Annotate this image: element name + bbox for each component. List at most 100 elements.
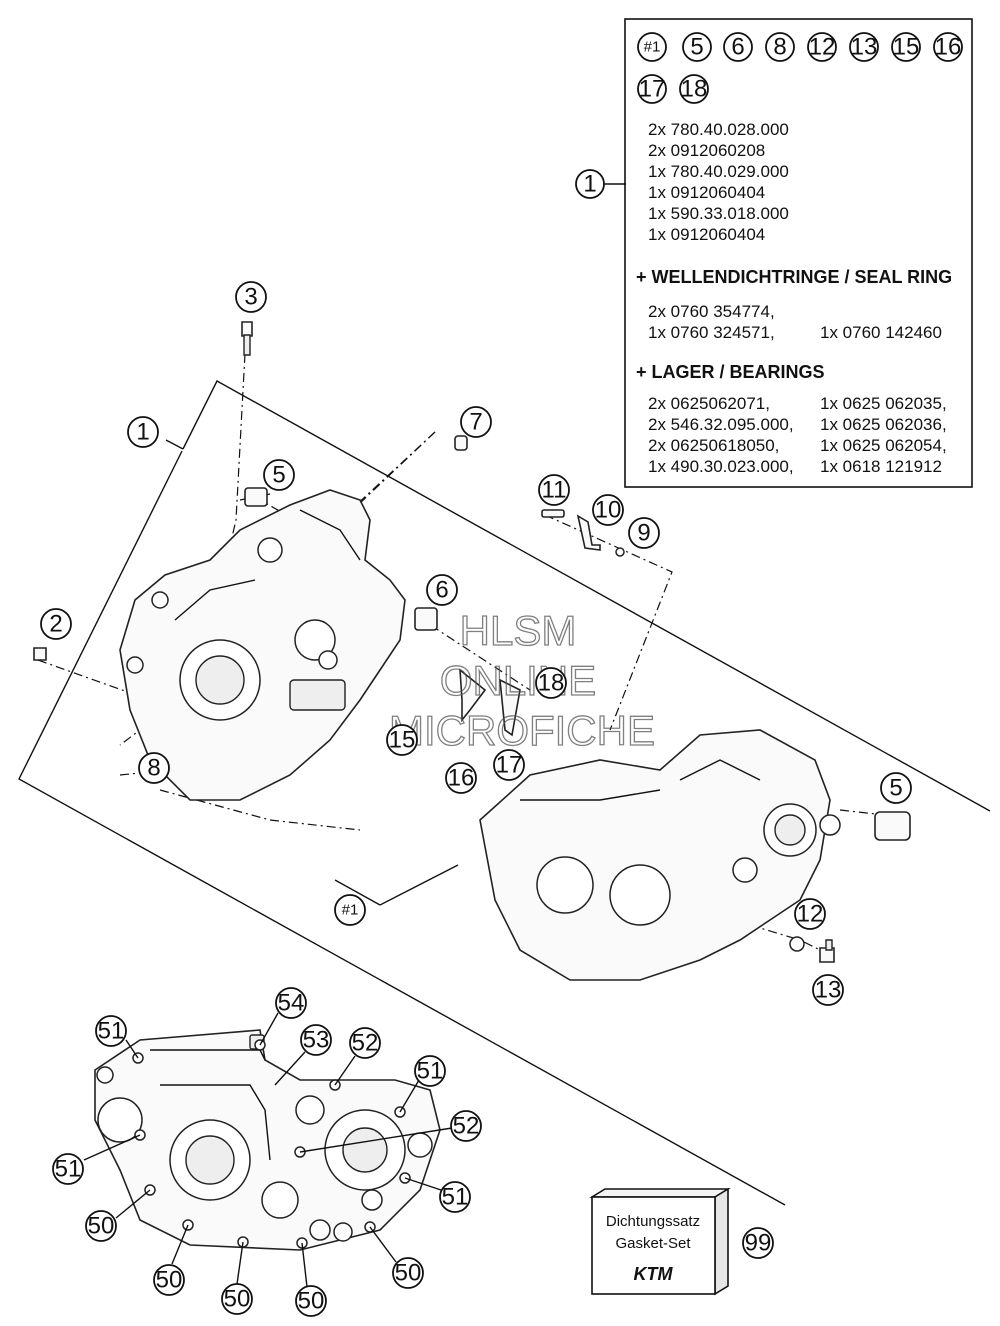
- callout-16[interactable]: 16: [445, 762, 477, 794]
- callout-50-bottom-2[interactable]: 50: [221, 1283, 253, 1315]
- ktm-logo: KTM: [634, 1264, 674, 1284]
- watermark: HLSM ONLINE MICROFICHE: [388, 606, 655, 754]
- callout-54[interactable]: 54: [275, 987, 307, 1019]
- callout-13[interactable]: 13: [812, 974, 844, 1006]
- svg-text:8: 8: [773, 34, 786, 61]
- gasket-set-box: Dichtungssatz Gasket-Set KTM: [589, 1187, 731, 1296]
- svg-text:ONLINE: ONLINE: [440, 657, 596, 704]
- callout-51-right[interactable]: 51: [439, 1181, 471, 1213]
- svg-text:1: 1: [583, 171, 596, 198]
- callout-52-top[interactable]: 52: [349, 1027, 381, 1059]
- svg-text:52: 52: [453, 1113, 480, 1140]
- svg-text:18: 18: [538, 670, 565, 697]
- callout-51-top-left[interactable]: 51: [95, 1015, 127, 1047]
- legend-ref-8[interactable]: 8: [765, 32, 795, 62]
- callout-53[interactable]: 53: [300, 1024, 332, 1056]
- svg-text:52: 52: [352, 1030, 379, 1057]
- seal-item: 1x 0760 142460: [820, 323, 942, 342]
- callout-51-left[interactable]: 51: [52, 1153, 84, 1185]
- callout-5-upper[interactable]: 5: [263, 459, 295, 491]
- callout-99[interactable]: 99: [742, 1227, 774, 1259]
- svg-text:MICROFICHE: MICROFICHE: [389, 707, 655, 754]
- callout-9[interactable]: 9: [628, 517, 660, 549]
- callout-3[interactable]: 3: [235, 281, 267, 313]
- callout-6[interactable]: 6: [426, 574, 458, 606]
- callout-15[interactable]: 15: [386, 724, 418, 756]
- bearing-item: 2x 546.32.095.000,: [648, 415, 794, 434]
- callout-7[interactable]: 7: [460, 406, 492, 438]
- callout-11[interactable]: 11: [538, 474, 570, 506]
- legend-ref-16[interactable]: 16: [933, 32, 963, 62]
- legend-ref-6[interactable]: 6: [723, 32, 753, 62]
- callout-1[interactable]: 1: [127, 416, 159, 448]
- svg-text:2: 2: [49, 611, 62, 638]
- legend-ref-5[interactable]: 5: [682, 32, 712, 62]
- svg-text:#1: #1: [644, 39, 661, 56]
- svg-text:12: 12: [797, 901, 824, 928]
- svg-text:17: 17: [639, 76, 666, 103]
- svg-text:12: 12: [809, 34, 836, 61]
- svg-text:5: 5: [889, 775, 902, 802]
- svg-text:51: 51: [55, 1156, 82, 1183]
- svg-text:18: 18: [681, 76, 708, 103]
- svg-text:11: 11: [542, 477, 567, 504]
- svg-text:51: 51: [417, 1058, 444, 1085]
- callout-52-right[interactable]: 52: [450, 1110, 482, 1142]
- legend-ref-12[interactable]: 12: [807, 32, 837, 62]
- callout-50-left[interactable]: 50: [85, 1210, 117, 1242]
- svg-text:7: 7: [469, 409, 482, 436]
- bearings-title: + LAGER / BEARINGS: [636, 362, 825, 382]
- callout-51-top-right[interactable]: 51: [414, 1055, 446, 1087]
- legend-ref-set[interactable]: #1: [637, 32, 667, 62]
- seal-item: 1x 0760 324571,: [648, 323, 775, 342]
- legend-ref-13[interactable]: 13: [849, 32, 879, 62]
- svg-text:16: 16: [935, 34, 962, 61]
- bearing-item: 1x 0618 121912: [820, 457, 942, 476]
- svg-text:#1: #1: [342, 902, 359, 919]
- callout-8[interactable]: 8: [138, 752, 170, 784]
- svg-text:50: 50: [88, 1213, 115, 1240]
- seal-item: 2x 0760 354774,: [648, 302, 775, 321]
- callout-17[interactable]: 17: [493, 749, 525, 781]
- set-item: 1x 590.33.018.000: [648, 204, 789, 223]
- callout-10[interactable]: 10: [592, 494, 624, 526]
- set-item: 1x 780.40.029.000: [648, 162, 789, 181]
- seal-ring-title: + WELLENDICHTRINGE / SEAL RING: [636, 267, 952, 287]
- svg-text:HLSM: HLSM: [460, 607, 577, 654]
- svg-text:17: 17: [496, 752, 523, 779]
- callout-50-bottom-3[interactable]: 50: [295, 1285, 327, 1317]
- svg-text:3: 3: [244, 284, 257, 311]
- case-bolt-view: [83, 1012, 453, 1288]
- svg-text:50: 50: [224, 1286, 251, 1313]
- right-crankcase-half: [479, 729, 841, 981]
- svg-text:16: 16: [448, 765, 475, 792]
- svg-text:9: 9: [637, 520, 650, 547]
- bearing-item: 1x 490.30.023.000,: [648, 457, 794, 476]
- callout-18[interactable]: 18: [535, 667, 567, 699]
- legend-set-callout-1[interactable]: 1: [575, 169, 605, 199]
- svg-text:6: 6: [731, 34, 744, 61]
- callout-12[interactable]: 12: [794, 898, 826, 930]
- svg-text:1: 1: [136, 419, 149, 446]
- legend-ref-18[interactable]: 18: [679, 74, 709, 104]
- set-item: 2x 780.40.028.000: [648, 120, 789, 139]
- bearing-item: 2x 0625062071,: [648, 394, 770, 413]
- callout-2[interactable]: 2: [40, 608, 72, 640]
- bearing-item: 1x 0625 062036,: [820, 415, 947, 434]
- left-crankcase-half: [119, 489, 406, 801]
- callout-50-bottom-1[interactable]: 50: [153, 1264, 185, 1296]
- svg-text:6: 6: [435, 577, 448, 604]
- svg-text:13: 13: [851, 34, 878, 61]
- legend-ref-17[interactable]: 17: [637, 74, 667, 104]
- callouts: 1 2 3 5 5 6 7 8 9 10 11 12 13 15 16 17 1…: [40, 281, 912, 1317]
- callout-set-1[interactable]: #1: [334, 894, 366, 926]
- legend-ref-15[interactable]: 15: [891, 32, 921, 62]
- svg-text:50: 50: [395, 1260, 422, 1287]
- callout-50-right[interactable]: 50: [392, 1257, 424, 1289]
- callout-5-lower[interactable]: 5: [880, 772, 912, 804]
- bearing-item: 1x 0625 062054,: [820, 436, 947, 455]
- svg-text:5: 5: [272, 462, 285, 489]
- svg-text:99: 99: [745, 1230, 772, 1257]
- svg-text:15: 15: [893, 34, 920, 61]
